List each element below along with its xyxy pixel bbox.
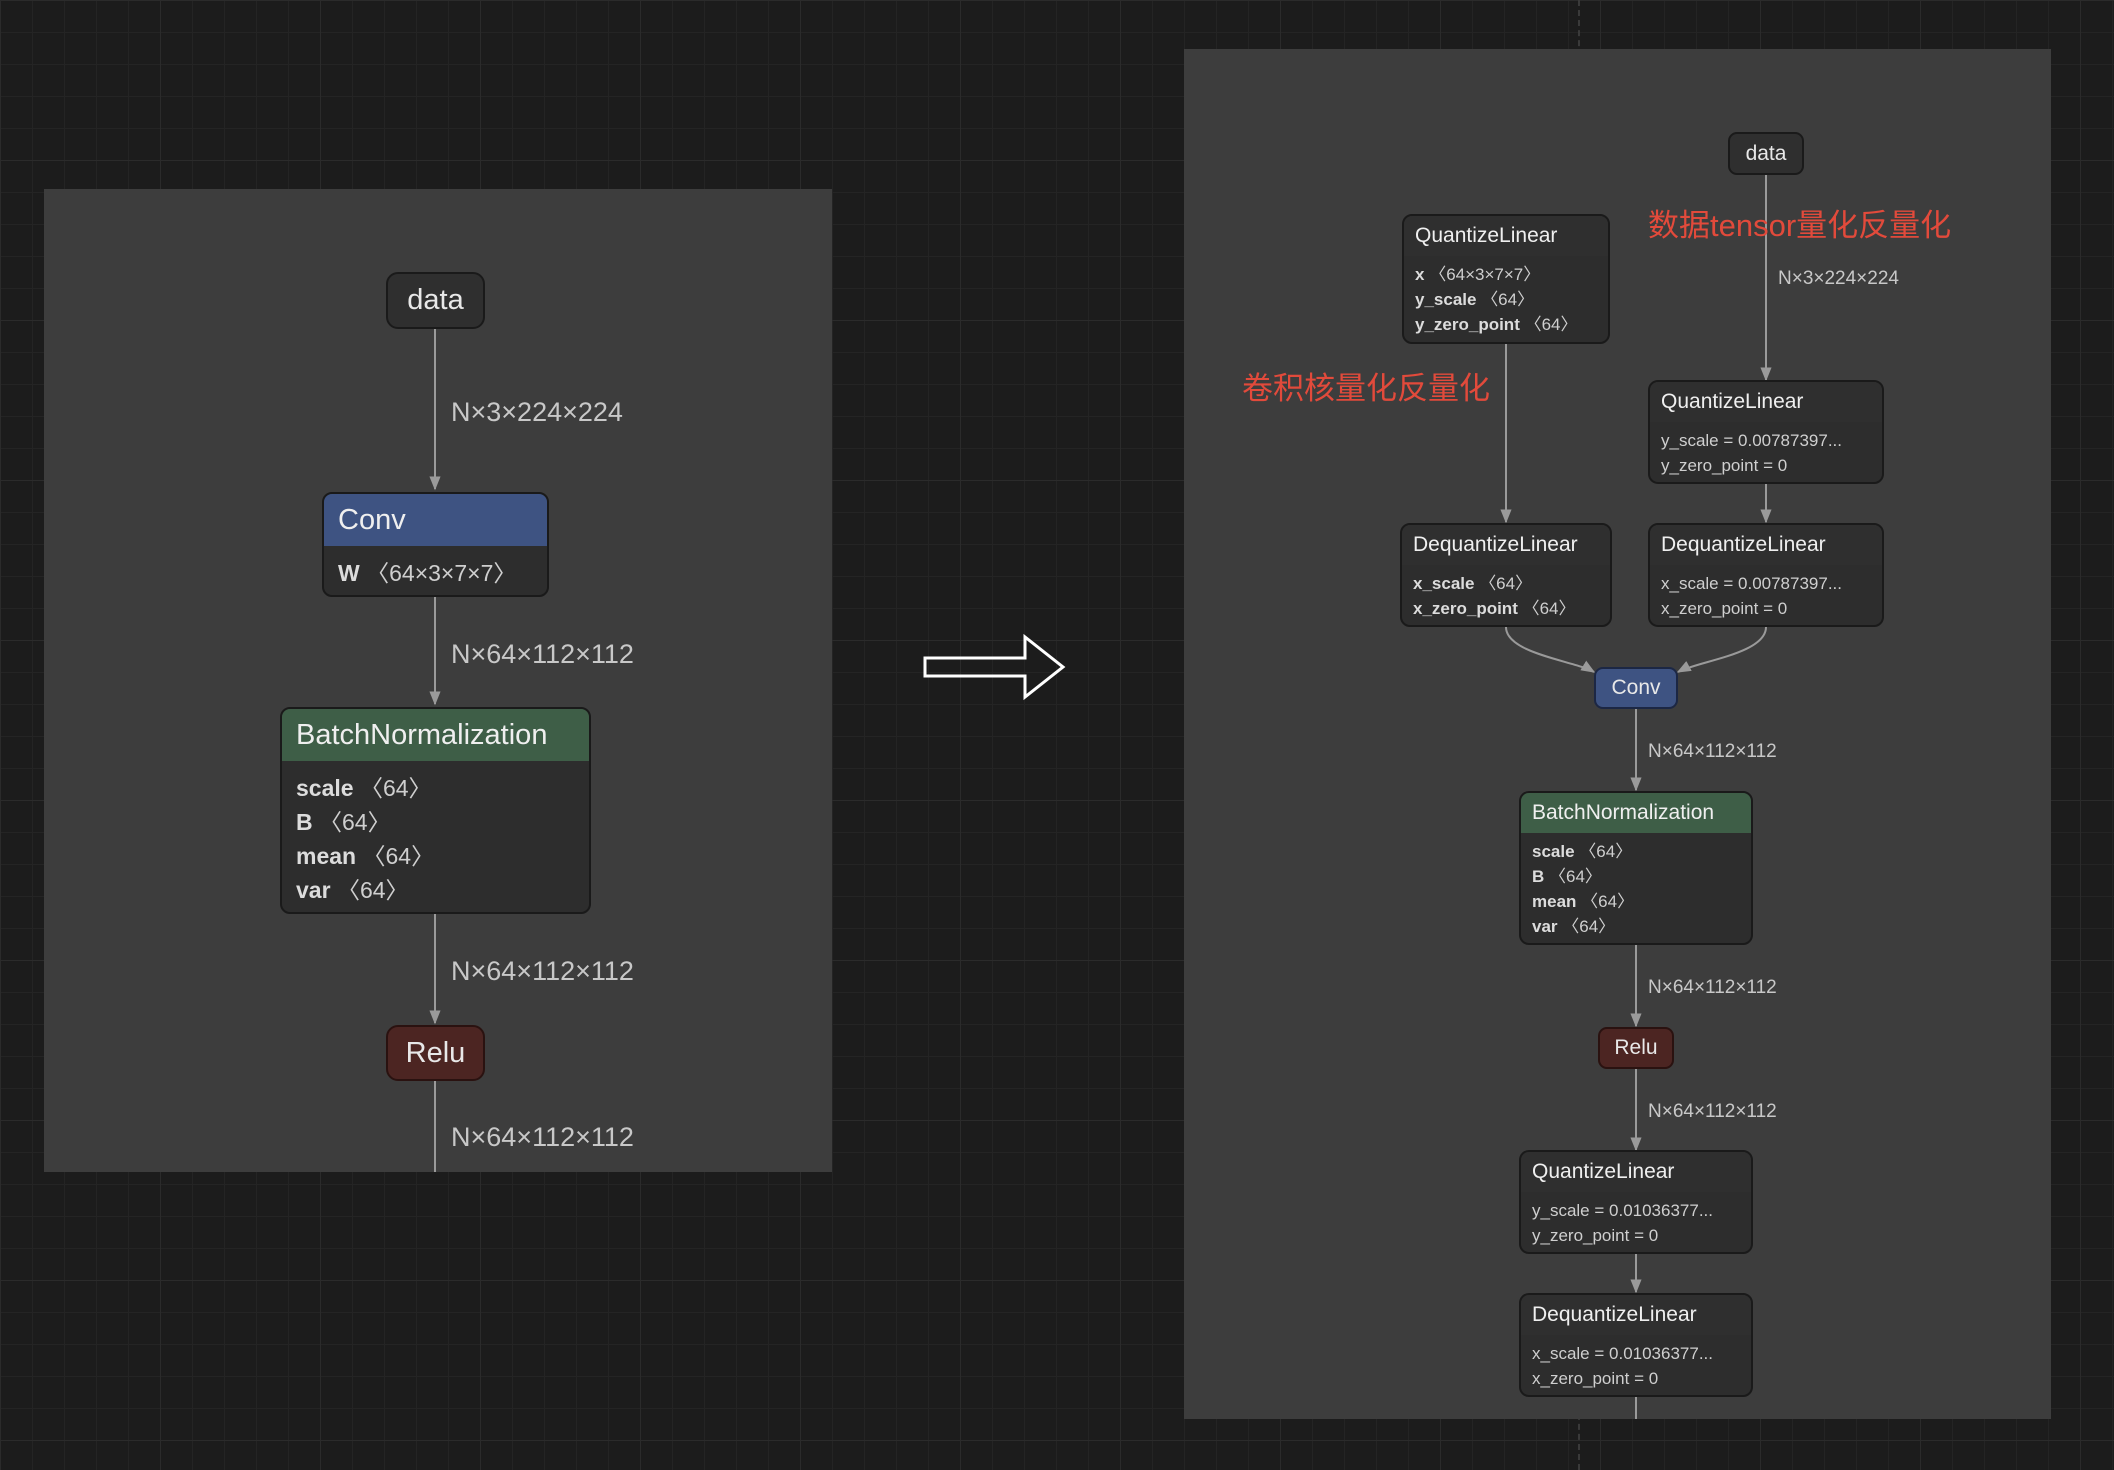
annotation-data-quant: 数据tensor量化反量化: [1648, 208, 1952, 243]
conv-node[interactable]: Conv: [1594, 667, 1678, 709]
output-dequantize-attributes: x_scale = 0.01036377... x_zero_point = 0: [1521, 1335, 1751, 1395]
bn-attr-b: B 〈64〉: [296, 809, 391, 835]
data-dequantize-title: DequantizeLinear: [1650, 525, 1882, 565]
conv-label: Conv: [1611, 676, 1661, 699]
attr-y-scale: y_scale = 0.00787397...: [1661, 431, 1842, 450]
output-quantize-title: QuantizeLinear: [1521, 1152, 1751, 1192]
conv-attr-w: W 〈64×3×7×7〉: [338, 560, 517, 586]
data-quantize-title: QuantizeLinear: [1650, 382, 1882, 422]
attr-y-scale: y_scale = 0.01036377...: [1532, 1201, 1713, 1220]
data-quantize-node[interactable]: QuantizeLinear y_scale = 0.00787397... y…: [1648, 380, 1884, 484]
attr-x-zero-point: x_zero_point = 0: [1661, 599, 1788, 618]
conv-node[interactable]: Conv W 〈64×3×7×7〉: [322, 492, 549, 597]
weight-dequantize-title: DequantizeLinear: [1402, 525, 1610, 565]
output-dequantize-title: DequantizeLinear: [1521, 1295, 1751, 1335]
batchnorm-node-title: BatchNormalization: [1521, 793, 1751, 833]
original-graph-panel: data N×3×224×224 Conv W 〈64×3×7×7〉 N×64×…: [44, 189, 832, 1172]
attr-y-zero-point: y_zero_point = 0: [1661, 456, 1788, 475]
data-input-label: data: [407, 284, 464, 316]
edge-label-bn-output: N×64×112×112: [451, 956, 634, 986]
data-input-node[interactable]: data: [386, 272, 485, 329]
quantized-graph-edges: [1500, 174, 1772, 1419]
edge-label-conv-output: N×64×112×112: [451, 639, 634, 669]
edge-label-input-shape: N×3×224×224: [451, 397, 623, 427]
bn-attr-scale: scale 〈64〉: [296, 775, 432, 801]
batchnorm-node[interactable]: BatchNormalization scale 〈64〉 B 〈64〉 mea…: [1519, 791, 1753, 945]
edge-label-conv-output: N×64×112×112: [1648, 741, 1777, 762]
bn-attr-mean: mean 〈64〉: [1532, 892, 1635, 911]
conv-node-attributes: W 〈64×3×7×7〉: [324, 546, 547, 595]
data-dequantize-attributes: x_scale = 0.00787397... x_zero_point = 0: [1650, 565, 1882, 625]
edge-label-bn-output: N×64×112×112: [1648, 977, 1777, 998]
batchnorm-node-title: BatchNormalization: [282, 709, 589, 761]
relu-node[interactable]: Relu: [386, 1025, 485, 1081]
edge-label-relu-output: N×64×112×112: [451, 1122, 634, 1152]
relu-node[interactable]: Relu: [1598, 1027, 1674, 1069]
weight-dequantize-node[interactable]: DequantizeLinear x_scale 〈64〉 x_zero_poi…: [1400, 523, 1612, 627]
batchnorm-node-attributes: scale 〈64〉 B 〈64〉 mean 〈64〉 var 〈64〉: [1521, 833, 1751, 943]
attr-y-scale: y_scale 〈64〉: [1415, 290, 1535, 309]
batchnorm-node[interactable]: BatchNormalization scale 〈64〉 B 〈64〉 mea…: [280, 707, 591, 914]
bn-attr-var: var 〈64〉: [1532, 917, 1616, 936]
attr-x: x 〈64×3×7×7〉: [1415, 265, 1541, 284]
weight-quantize-title: QuantizeLinear: [1404, 216, 1608, 256]
original-graph-edges: [429, 329, 441, 1172]
relu-label: Relu: [1614, 1036, 1658, 1059]
data-quantize-attributes: y_scale = 0.00787397... y_zero_point = 0: [1650, 422, 1882, 482]
attr-y-zero-point: y_zero_point = 0: [1532, 1226, 1659, 1245]
weight-quantize-attributes: x 〈64×3×7×7〉 y_scale 〈64〉 y_zero_point 〈…: [1404, 256, 1608, 342]
attr-x-scale: x_scale = 0.01036377...: [1532, 1344, 1713, 1363]
data-input-node[interactable]: data: [1728, 132, 1804, 175]
bn-attr-b: B 〈64〉: [1532, 867, 1602, 886]
output-quantize-node[interactable]: QuantizeLinear y_scale = 0.01036377... y…: [1519, 1150, 1753, 1254]
edge-label-relu-output: N×64×112×112: [1648, 1101, 1777, 1122]
annotation-kernel-quant: 卷积核量化反量化: [1242, 371, 1490, 406]
batchnorm-node-attributes: scale 〈64〉 B 〈64〉 mean 〈64〉 var 〈64〉: [282, 761, 589, 912]
attr-x-scale: x_scale 〈64〉: [1413, 574, 1533, 593]
bn-attr-scale: scale 〈64〉: [1532, 842, 1633, 861]
transform-arrow-icon: [923, 633, 1066, 701]
data-input-label: data: [1745, 141, 1787, 165]
output-quantize-attributes: y_scale = 0.01036377... y_zero_point = 0: [1521, 1192, 1751, 1252]
attr-x-scale: x_scale = 0.00787397...: [1661, 574, 1842, 593]
relu-label: Relu: [405, 1036, 466, 1069]
attr-x-zero-point: x_zero_point = 0: [1532, 1369, 1659, 1388]
quantized-graph-panel: data 数据tensor量化反量化 N×3×224×224 卷积核量化反量化 …: [1184, 49, 2051, 1419]
weight-dequantize-attributes: x_scale 〈64〉 x_zero_point 〈64〉: [1402, 565, 1610, 625]
data-dequantize-node[interactable]: DequantizeLinear x_scale = 0.00787397...…: [1648, 523, 1884, 627]
conv-node-title: Conv: [324, 494, 547, 546]
output-dequantize-node[interactable]: DequantizeLinear x_scale = 0.01036377...…: [1519, 1293, 1753, 1397]
edge-label-input-shape: N×3×224×224: [1778, 268, 1899, 289]
weight-quantize-node[interactable]: QuantizeLinear x 〈64×3×7×7〉 y_scale 〈64〉…: [1402, 214, 1610, 344]
bn-attr-mean: mean 〈64〉: [296, 843, 435, 869]
bn-attr-var: var 〈64〉: [296, 877, 409, 903]
attr-y-zero-point: y_zero_point 〈64〉: [1415, 315, 1578, 334]
attr-x-zero-point: x_zero_point 〈64〉: [1413, 599, 1576, 618]
